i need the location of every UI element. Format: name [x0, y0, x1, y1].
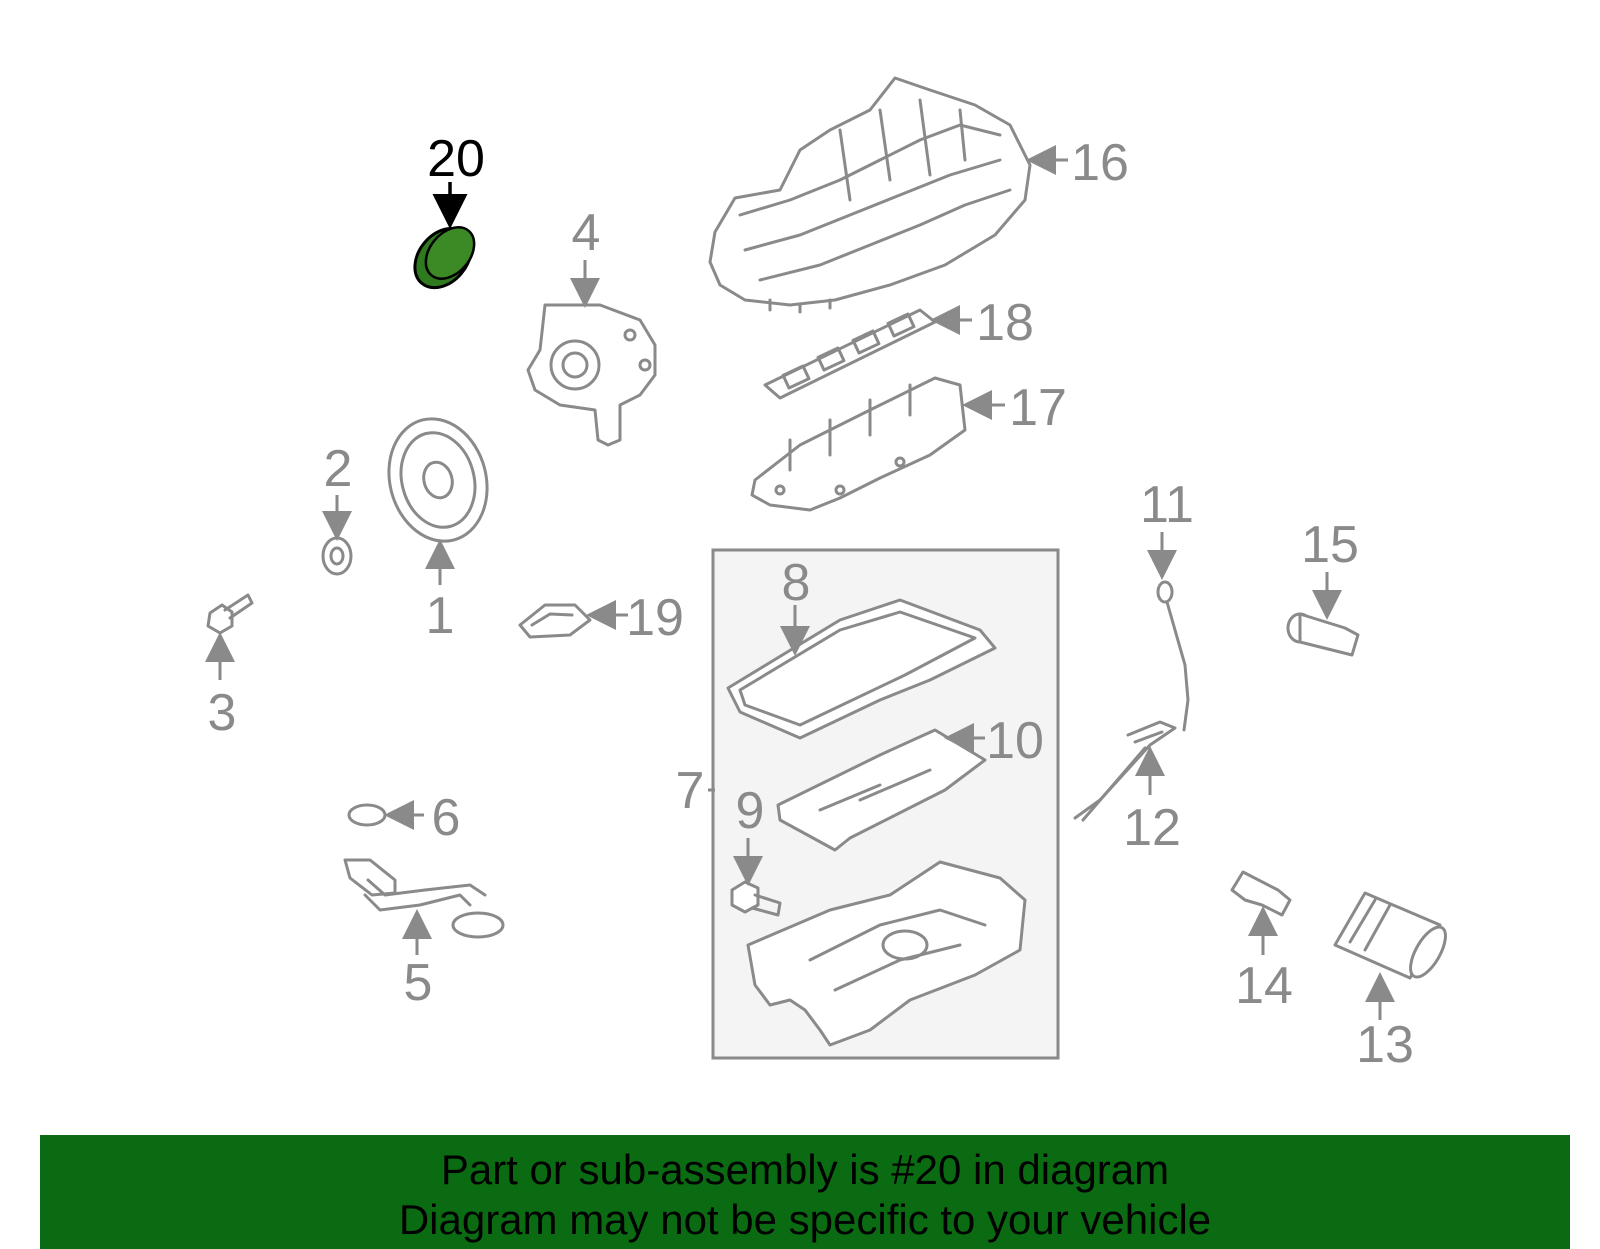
- callout-4[interactable]: 4: [572, 204, 601, 262]
- part-8-pan-gasket[interactable]: [726, 598, 997, 740]
- callout-3[interactable]: 3: [208, 684, 237, 742]
- part-20-seal[interactable]: [403, 217, 484, 298]
- callout-15[interactable]: 15: [1301, 516, 1359, 574]
- part-12-dipstick-tube[interactable]: [1073, 720, 1177, 822]
- oil-pan: [746, 860, 1027, 1047]
- callout-13[interactable]: 13: [1356, 1016, 1414, 1074]
- part-3-bolt[interactable]: [206, 593, 254, 635]
- part-4-oil-pump[interactable]: [526, 303, 657, 447]
- info-banner: Part or sub-assembly is #20 in diagram D…: [40, 1135, 1570, 1249]
- callout-12[interactable]: 12: [1123, 799, 1181, 857]
- part-17-lower-intake[interactable]: [750, 376, 967, 512]
- callout-9[interactable]: 9: [736, 782, 765, 840]
- callout-16[interactable]: 16: [1071, 134, 1129, 192]
- part-18-gasket[interactable]: [763, 308, 937, 400]
- part-1-pulley[interactable]: [376, 408, 501, 553]
- banner-line-1: Part or sub-assembly is #20 in diagram: [440, 1146, 1170, 1193]
- banner-line-2: Diagram may not be specific to your vehi…: [398, 1196, 1212, 1243]
- callout-19[interactable]: 19: [626, 589, 684, 647]
- callout-14[interactable]: 14: [1235, 957, 1293, 1015]
- part-6-o-ring[interactable]: [347, 803, 387, 827]
- callout-10[interactable]: 10: [986, 712, 1044, 770]
- callout-7[interactable]: 7: [676, 762, 705, 820]
- part-5-pickup-tube[interactable]: [343, 858, 505, 939]
- part-2-washer[interactable]: [321, 536, 353, 576]
- callout-17[interactable]: 17: [1009, 379, 1067, 437]
- callout-1[interactable]: 1: [426, 587, 455, 645]
- part-10-baffle[interactable]: [776, 728, 987, 852]
- callout-5[interactable]: 5: [404, 954, 433, 1012]
- part-15-sensor[interactable]: [1286, 612, 1360, 657]
- callout-11[interactable]: 11: [1140, 476, 1194, 534]
- callout-18[interactable]: 18: [976, 294, 1034, 352]
- callout-20[interactable]: 20: [427, 130, 485, 188]
- callout-2[interactable]: 2: [324, 440, 353, 498]
- part-13-oil-filter[interactable]: [1333, 891, 1452, 982]
- part-11-dipstick[interactable]: [1156, 580, 1190, 732]
- callout-8[interactable]: 8: [782, 554, 811, 612]
- callout-6[interactable]: 6: [432, 789, 461, 847]
- part-16-intake-manifold[interactable]: [708, 76, 1032, 314]
- part-19-gasket[interactable]: [518, 603, 592, 639]
- part-14-sensor[interactable]: [1230, 870, 1292, 917]
